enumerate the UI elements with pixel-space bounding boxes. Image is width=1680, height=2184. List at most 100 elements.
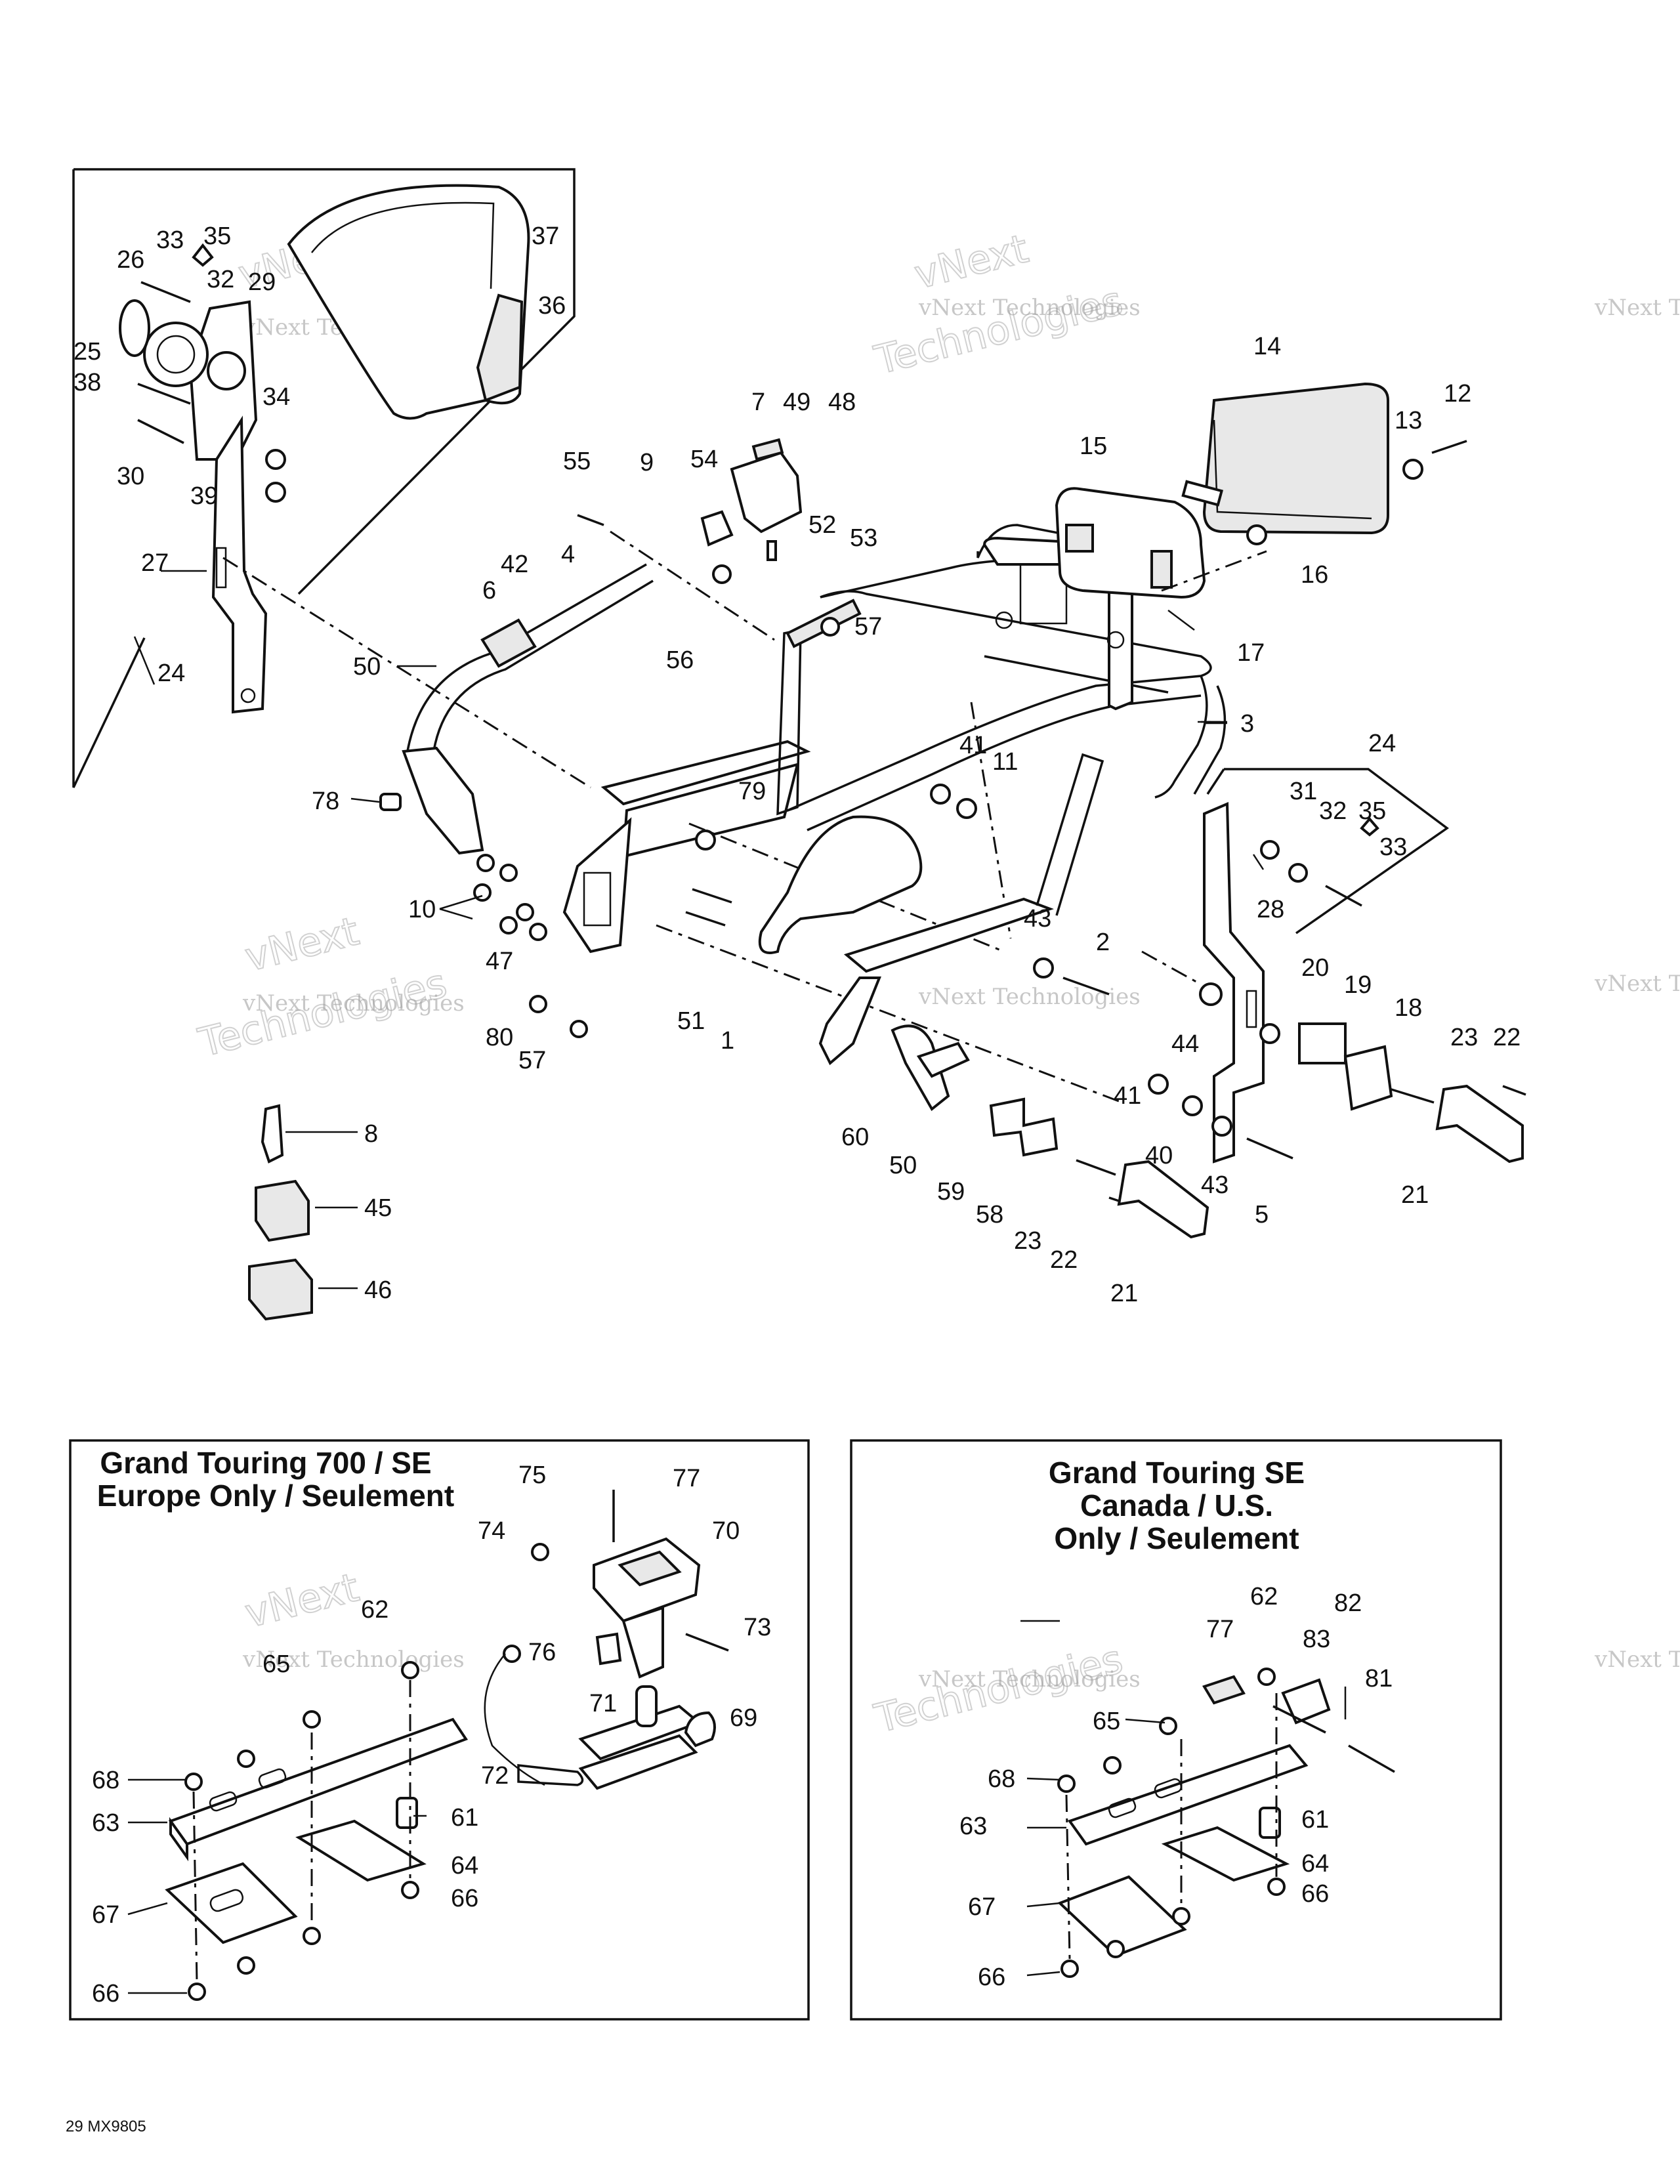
assembly-line (1161, 550, 1267, 592)
nut (1148, 1074, 1169, 1095)
callout-62: 62 (1250, 1583, 1278, 1610)
callout-11: 11 (992, 748, 1018, 776)
backrest-strap (211, 415, 268, 714)
callout-61: 61 (451, 1804, 478, 1832)
leader-line (1252, 854, 1265, 870)
mount-plate (1067, 1744, 1309, 1846)
mount-plate-edge (169, 1816, 188, 1862)
callout-8: 8 (364, 1120, 378, 1148)
bolt (577, 514, 604, 526)
cap (1360, 816, 1379, 837)
backrest-pad (287, 184, 530, 420)
nut (265, 449, 286, 470)
callout-30: 30 (117, 463, 144, 490)
callout-6: 6 (482, 577, 496, 604)
reinforcement-plate (295, 1819, 427, 1882)
strap-slot (215, 547, 227, 589)
watermark-technologies: Technologies (870, 1636, 1127, 1742)
callout-18: 18 (1395, 994, 1422, 1022)
housing-window (1150, 550, 1173, 589)
watermark-vnext-technologies: vNext Technologies (918, 984, 1141, 1010)
callout-77: 77 (1206, 1616, 1234, 1643)
grommet (1181, 480, 1224, 507)
callout-77: 77 (673, 1465, 700, 1492)
housing-window (1065, 524, 1094, 553)
hitch-pin (517, 1764, 584, 1786)
canada-title-line1: Grand Touring SE (1049, 1456, 1305, 1490)
assembly-line (1141, 950, 1202, 986)
nut (401, 1881, 419, 1899)
callout-24: 24 (1368, 730, 1396, 757)
rack-frame (984, 655, 1169, 694)
plate-slot (258, 1768, 287, 1789)
bolt (1076, 1159, 1116, 1176)
callout-54: 54 (690, 446, 718, 473)
hitch-plate (1202, 1675, 1246, 1705)
assembly-line (970, 702, 1012, 939)
spacer-plate (1298, 1022, 1347, 1064)
callout-50: 50 (889, 1152, 917, 1179)
screw (685, 911, 726, 927)
rivet (184, 1773, 203, 1791)
leader-line (133, 636, 156, 685)
mount-bracket (1203, 801, 1265, 1164)
nut (265, 482, 286, 503)
figure-id: 29 MX9805 (66, 2118, 146, 2135)
strap-hole (240, 688, 256, 704)
callout-42: 42 (501, 551, 528, 578)
callout-21: 21 (1110, 1280, 1138, 1307)
callout-56: 56 (666, 646, 694, 674)
inset-border (1206, 768, 1225, 795)
leader-line (350, 797, 380, 803)
watermark-vnext-technologies: vNext Technologies (242, 990, 465, 1017)
rail-bracket (818, 976, 881, 1066)
cap (192, 243, 214, 267)
bolt (1246, 1137, 1293, 1160)
europe-title-line1: Grand Touring 700 / SE (100, 1446, 431, 1480)
backrest-inset (72, 168, 576, 788)
callout-58: 58 (976, 1201, 1003, 1228)
callouts: 33 35 26 32 29 37 36 25 38 34 30 39 27 2… (74, 222, 1521, 2007)
callout-9: 9 (640, 449, 654, 476)
pin (1108, 1196, 1120, 1202)
callout-20: 20 (1301, 954, 1329, 982)
washer (529, 995, 547, 1013)
nut (570, 1020, 588, 1038)
handle-end-plate (402, 746, 484, 855)
backrest-pad-edge (311, 201, 495, 289)
hitch-hook (684, 1711, 716, 1748)
bolt-head (1257, 1668, 1276, 1686)
footrest (891, 1024, 950, 1112)
bracket-slot (583, 872, 612, 927)
screw (692, 888, 732, 904)
callout-53: 53 (850, 524, 877, 552)
spacer (1259, 1807, 1281, 1839)
tail-light-edge (1213, 419, 1372, 520)
watermark-vnext-technologies: vNext Technologies (918, 1666, 1141, 1692)
callout-65: 65 (1093, 1708, 1120, 1735)
callout-19: 19 (1344, 971, 1372, 999)
footrest-pad (916, 1041, 970, 1078)
callout-48: 48 (828, 388, 856, 416)
callout-63: 63 (959, 1813, 987, 1840)
callout-81: 81 (1365, 1665, 1393, 1692)
nut (237, 1956, 255, 1975)
callout-68: 68 (92, 1767, 119, 1794)
nut (695, 830, 716, 850)
tail-light-lens (1202, 382, 1389, 535)
hitch-block (1281, 1678, 1331, 1725)
bolt (137, 419, 184, 444)
callout-21: 21 (1401, 1181, 1429, 1209)
callout-69: 69 (730, 1704, 757, 1732)
switch-housing (730, 451, 803, 534)
washer (1288, 863, 1308, 883)
washer (1402, 459, 1423, 480)
washer (956, 798, 977, 819)
callout-29: 29 (248, 268, 276, 296)
callout-36: 36 (538, 292, 566, 320)
assembly-line (192, 1791, 198, 1983)
leader-line (127, 1902, 168, 1916)
callout-66: 66 (1301, 1880, 1329, 1908)
europe-inset-box: Grand Touring 700 / SE Europe Only / Seu… (69, 1439, 810, 2021)
watermark-vnext-technologies: vNext Technologies (1594, 1647, 1680, 1673)
